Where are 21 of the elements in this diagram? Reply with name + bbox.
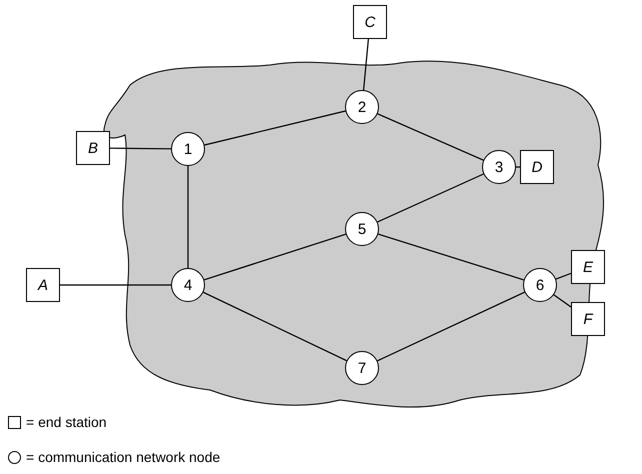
- end-station: D: [520, 150, 554, 184]
- end-station: A: [26, 268, 60, 302]
- cloud-region: [104, 60, 604, 408]
- link-line: [204, 234, 346, 280]
- link-line: [556, 272, 572, 280]
- link-line: [110, 148, 171, 150]
- link-line: [363, 38, 369, 90]
- link-line: [187, 166, 189, 268]
- legend-text: = communication network node: [26, 449, 220, 465]
- link-line: [554, 294, 572, 308]
- link-line: [377, 292, 525, 362]
- link-line: [377, 113, 484, 161]
- link-line: [60, 284, 171, 286]
- link-line: [516, 166, 520, 168]
- end-station: C: [353, 5, 387, 39]
- legend-text: = end station: [26, 414, 107, 430]
- link-line: [378, 234, 524, 280]
- link-line: [377, 173, 484, 223]
- link-line: [204, 110, 346, 146]
- end-station: B: [76, 131, 110, 165]
- link-line: [203, 292, 347, 362]
